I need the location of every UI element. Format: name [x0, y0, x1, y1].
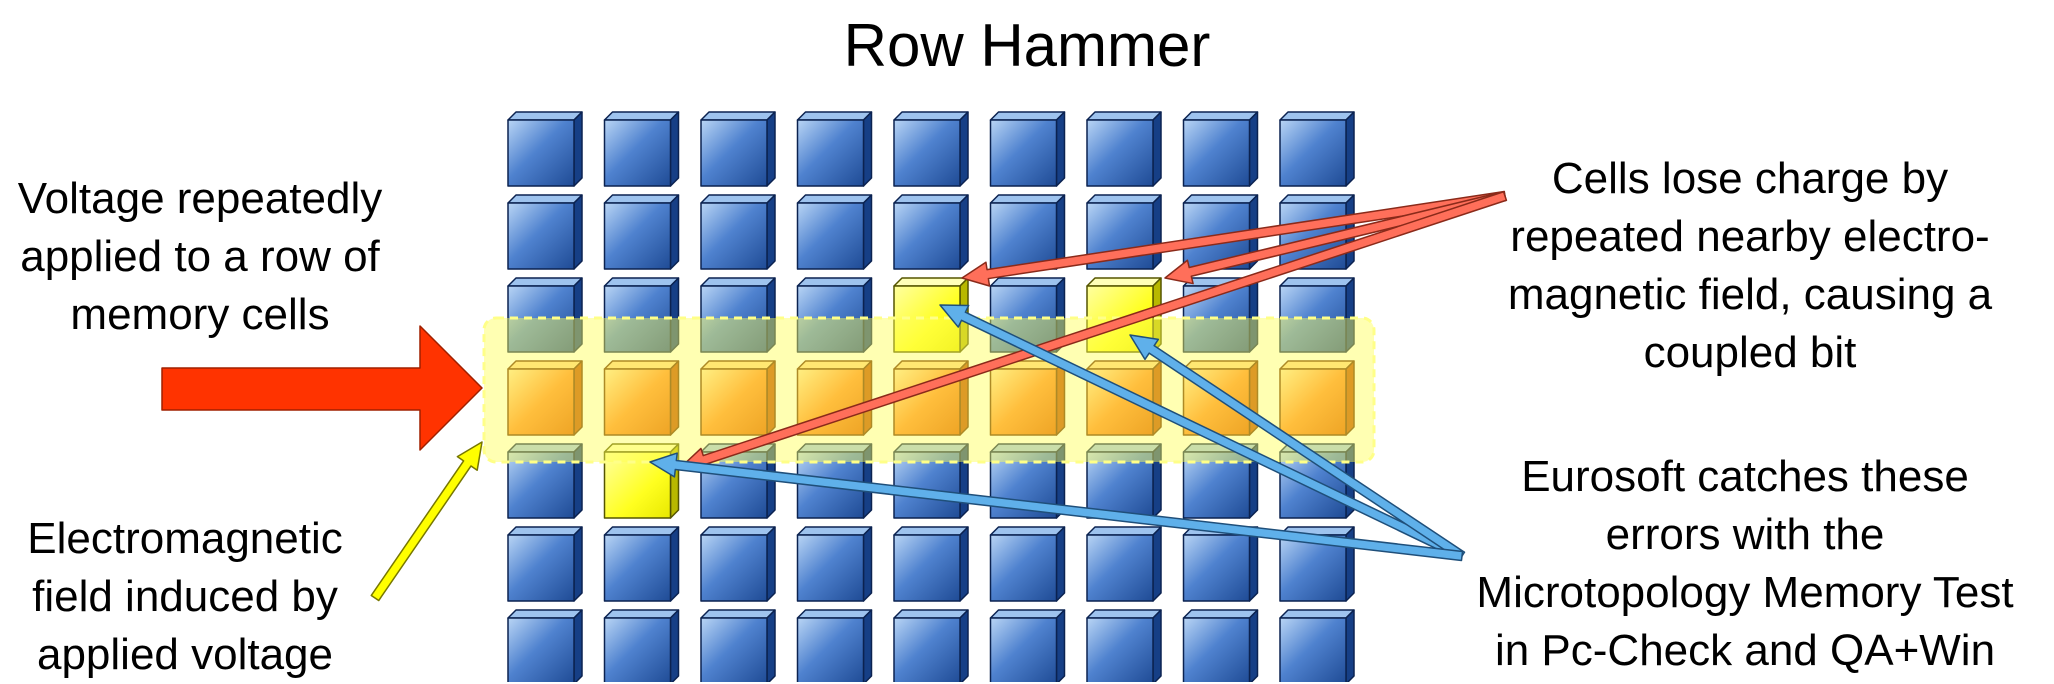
- memory-cell-normal: [893, 111, 969, 187]
- label-cells-lose-charge: Cells lose charge by repeated nearby ele…: [1470, 150, 2030, 382]
- detection-arrow: [1129, 334, 1466, 561]
- memory-cell-normal: [507, 609, 583, 682]
- memory-cell-normal: [796, 526, 873, 602]
- label-eurosoft-test: Eurosoft catches these errors with the M…: [1440, 448, 2050, 680]
- label-line: field induced by: [32, 572, 338, 621]
- label-line: Voltage repeatedly: [17, 174, 383, 223]
- label-line: Microtopology Memory Test: [1476, 568, 2014, 617]
- memory-cell-normal: [1086, 443, 1162, 519]
- memory-cell-normal: [507, 443, 583, 519]
- memory-cell-normal: [1086, 111, 1162, 187]
- page-title: Row Hammer: [843, 12, 1211, 79]
- memory-cell-normal: [893, 526, 969, 602]
- label-line: repeated nearby electro-: [1510, 212, 1990, 261]
- memory-cell-normal: [1182, 443, 1259, 519]
- memory-cell-normal: [796, 277, 873, 353]
- label-line: applied voltage: [36, 630, 333, 679]
- field-arrow: [370, 441, 483, 602]
- memory-cell-normal: [893, 194, 969, 270]
- voltage-arrow: [161, 325, 483, 451]
- label-line: Electromagnetic: [27, 514, 343, 563]
- detection-arrow: [649, 452, 1464, 562]
- memory-cell-normal: [989, 111, 1066, 187]
- label-line: errors with the: [1605, 510, 1885, 559]
- memory-cell-hammered: [700, 360, 776, 436]
- memory-cell-normal: [700, 194, 776, 270]
- arrows-layer: [161, 190, 1508, 602]
- memory-cell-hammered: [603, 360, 680, 436]
- memory-cell-normal: [989, 609, 1066, 682]
- label-line: Cells lose charge by: [1551, 154, 1949, 203]
- memory-cell-normal: [796, 111, 873, 187]
- detection-arrow: [939, 304, 1465, 561]
- memory-cell-normal: [1182, 111, 1259, 187]
- memory-cell-normal: [893, 609, 969, 682]
- memory-cell-normal: [989, 526, 1066, 602]
- memory-cell-normal: [1182, 609, 1259, 682]
- memory-cell-normal: [507, 194, 583, 270]
- label-line: coupled bit: [1643, 328, 1857, 377]
- memory-cell-normal: [1182, 526, 1259, 602]
- memory-cell-normal: [989, 194, 1066, 270]
- memory-cell-normal: [507, 111, 583, 187]
- memory-cell-normal: [603, 111, 680, 187]
- memory-cell-flipped: [893, 277, 969, 353]
- memory-cell-normal: [700, 526, 776, 602]
- memory-cell-hammered: [507, 360, 583, 436]
- memory-cell-normal: [700, 111, 776, 187]
- label-line: in Pc-Check and QA+Win: [1494, 626, 1996, 675]
- memory-cell-normal: [1279, 111, 1355, 187]
- memory-cell-flipped: [603, 443, 680, 519]
- memory-cell-normal: [603, 194, 680, 270]
- memory-cell-normal: [1086, 526, 1162, 602]
- memory-cell-grid: [507, 111, 1355, 682]
- memory-cell-hammered: [796, 360, 873, 436]
- memory-cell-normal: [796, 609, 873, 682]
- memory-cell-normal: [700, 609, 776, 682]
- memory-cell-normal: [796, 194, 873, 270]
- label-line: applied to a row of: [20, 232, 380, 281]
- label-line: Eurosoft catches these: [1521, 452, 1969, 501]
- memory-cell-normal: [1086, 609, 1162, 682]
- label-line: magnetic field, causing a: [1507, 270, 1993, 319]
- memory-cell-normal: [603, 609, 680, 682]
- label-line: memory cells: [70, 290, 330, 339]
- memory-cell-hammered: [1279, 360, 1355, 436]
- memory-cell-normal: [507, 526, 583, 602]
- label-voltage-applied: Voltage repeatedly applied to a row of m…: [0, 170, 410, 344]
- label-electromagnetic-field: Electromagnetic field induced by applied…: [0, 510, 370, 684]
- memory-cell-normal: [603, 526, 680, 602]
- memory-cell-normal: [1279, 609, 1355, 682]
